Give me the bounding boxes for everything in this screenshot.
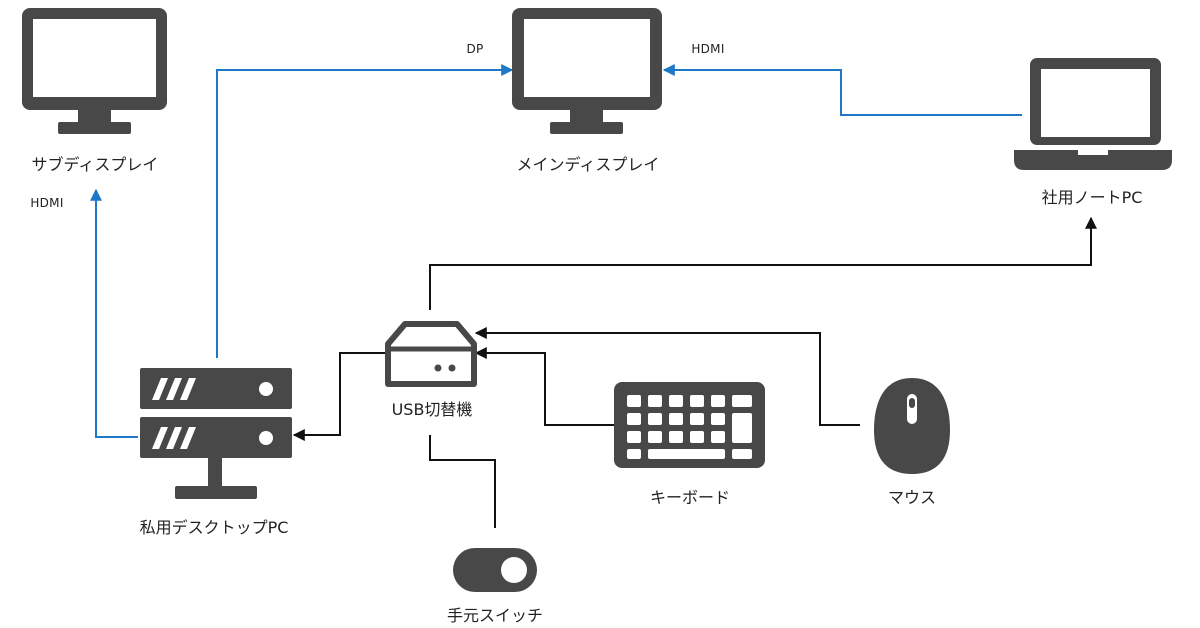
dp-connection-label: DP <box>466 42 484 56</box>
server-icon <box>140 368 292 499</box>
hand-switch-label: 手元スイッチ <box>446 606 544 625</box>
sub-display-label: サブディスプレイ <box>31 155 159 174</box>
wire-hand-switch-to-switch <box>429 435 496 528</box>
usb-switch-icon <box>385 321 477 387</box>
hdmi-desktop-connection-label: HDMI <box>30 196 64 210</box>
private-desktop-label: 私用デスクトップPC <box>139 518 289 537</box>
mouse-icon <box>874 378 950 474</box>
wire-desktop-to-sub-display <box>90 188 138 438</box>
keyboard-icon <box>614 382 765 468</box>
monitor-icon <box>512 8 662 134</box>
mouse-label: マウス <box>887 488 937 507</box>
wire-mouse-to-switch <box>474 327 860 426</box>
usb-switch-label: USB切替機 <box>391 400 473 419</box>
work-laptop-label: 社用ノートPC <box>1041 188 1143 207</box>
wire-switch-to-laptop <box>429 216 1097 310</box>
laptop-icon <box>1014 58 1172 170</box>
main-display-label: メインディスプレイ <box>516 155 660 174</box>
wire-keyboard-to-switch <box>474 347 614 426</box>
keyboard-label: キーボード <box>649 488 731 507</box>
monitor-icon <box>22 8 167 134</box>
toggle-switch-icon <box>453 548 537 592</box>
wire-desktop-to-main-display <box>216 64 514 358</box>
wire-switch-to-desktop <box>292 352 386 441</box>
wire-laptop-to-main-display <box>662 64 1022 116</box>
hdmi-laptop-connection-label: HDMI <box>691 42 725 56</box>
